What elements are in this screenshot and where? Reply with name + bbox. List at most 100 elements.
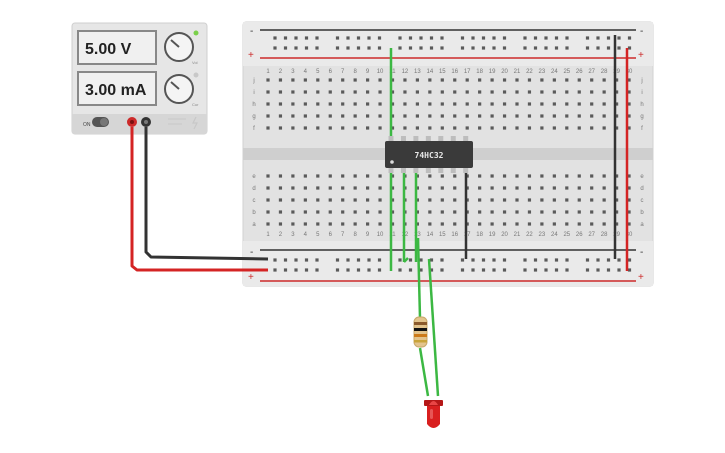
power-rail-hole[interactable] bbox=[356, 268, 361, 272]
terminal-hole[interactable] bbox=[478, 186, 482, 190]
terminal-hole[interactable] bbox=[552, 222, 556, 226]
power-rail-hole[interactable] bbox=[315, 36, 319, 40]
power-rail-hole[interactable] bbox=[460, 258, 465, 262]
terminal-hole[interactable] bbox=[490, 90, 494, 94]
power-rail-hole[interactable] bbox=[315, 268, 319, 272]
terminal-hole[interactable] bbox=[590, 210, 594, 214]
terminal-hole[interactable] bbox=[378, 126, 382, 130]
terminal-hole[interactable] bbox=[552, 198, 556, 202]
terminal-hole[interactable] bbox=[378, 114, 382, 118]
terminal-hole[interactable] bbox=[440, 210, 444, 214]
terminal-hole[interactable] bbox=[341, 210, 345, 214]
terminal-hole[interactable] bbox=[415, 222, 419, 226]
ic-chip-74hc32[interactable]: 74HC32 bbox=[385, 136, 473, 173]
power-rail-hole[interactable] bbox=[304, 268, 309, 272]
terminal-hole[interactable] bbox=[540, 126, 544, 130]
terminal-hole[interactable] bbox=[378, 102, 382, 106]
terminal-hole[interactable] bbox=[266, 102, 270, 106]
power-rail-hole[interactable] bbox=[585, 36, 590, 40]
terminal-hole[interactable] bbox=[415, 198, 419, 202]
terminal-hole[interactable] bbox=[627, 210, 631, 214]
terminal-hole[interactable] bbox=[577, 90, 581, 94]
terminal-hole[interactable] bbox=[278, 114, 283, 118]
terminal-hole[interactable] bbox=[266, 114, 270, 118]
power-rail-hole[interactable] bbox=[315, 258, 319, 262]
terminal-hole[interactable] bbox=[341, 222, 345, 226]
terminal-hole[interactable] bbox=[266, 186, 270, 190]
power-rail-hole[interactable] bbox=[492, 46, 496, 50]
breadboard[interactable]: - + - + - + - + 112233445566778899101011… bbox=[242, 21, 654, 287]
terminal-hole[interactable] bbox=[565, 210, 569, 214]
power-rail-hole[interactable] bbox=[596, 268, 600, 272]
power-rail-hole[interactable] bbox=[419, 46, 423, 50]
power-rail-hole[interactable] bbox=[346, 268, 350, 272]
terminal-hole[interactable] bbox=[490, 186, 494, 190]
power-rail-hole[interactable] bbox=[398, 258, 402, 262]
terminal-hole[interactable] bbox=[341, 174, 345, 178]
power-rail-hole[interactable] bbox=[335, 36, 340, 40]
terminal-hole[interactable] bbox=[341, 90, 345, 94]
terminal-hole[interactable] bbox=[577, 186, 581, 190]
terminal-hole[interactable] bbox=[490, 198, 494, 202]
power-rail-hole[interactable] bbox=[554, 268, 559, 272]
terminal-hole[interactable] bbox=[478, 222, 482, 226]
terminal-hole[interactable] bbox=[490, 114, 494, 118]
power-rail-hole[interactable] bbox=[367, 36, 371, 40]
terminal-hole[interactable] bbox=[540, 90, 544, 94]
power-rail-hole[interactable] bbox=[492, 36, 496, 40]
terminal-hole[interactable] bbox=[316, 126, 320, 130]
terminal-hole[interactable] bbox=[390, 198, 395, 202]
power-rail-hole[interactable] bbox=[502, 268, 507, 272]
terminal-hole[interactable] bbox=[540, 210, 544, 214]
terminal-hole[interactable] bbox=[515, 90, 519, 94]
terminal-hole[interactable] bbox=[615, 90, 619, 94]
power-rail-hole[interactable] bbox=[565, 36, 569, 40]
terminal-hole[interactable] bbox=[502, 126, 507, 130]
terminal-hole[interactable] bbox=[540, 102, 544, 106]
terminal-hole[interactable] bbox=[490, 210, 494, 214]
terminal-hole[interactable] bbox=[378, 90, 382, 94]
terminal-hole[interactable] bbox=[453, 210, 457, 214]
terminal-hole[interactable] bbox=[540, 186, 544, 190]
terminal-hole[interactable] bbox=[502, 114, 507, 118]
terminal-hole[interactable] bbox=[615, 174, 619, 178]
terminal-hole[interactable] bbox=[303, 174, 307, 178]
terminal-hole[interactable] bbox=[328, 210, 332, 214]
terminal-hole[interactable] bbox=[540, 222, 544, 226]
terminal-hole[interactable] bbox=[627, 198, 631, 202]
terminal-hole[interactable] bbox=[303, 102, 307, 106]
terminal-hole[interactable] bbox=[366, 222, 370, 226]
power-rail-hole[interactable] bbox=[481, 268, 486, 272]
power-rail-hole[interactable] bbox=[408, 36, 413, 40]
power-rail-hole[interactable] bbox=[440, 258, 444, 262]
terminal-hole[interactable] bbox=[278, 78, 283, 82]
power-rail-hole[interactable] bbox=[596, 46, 600, 50]
terminal-hole[interactable] bbox=[415, 114, 419, 118]
terminal-hole[interactable] bbox=[303, 90, 307, 94]
terminal-hole[interactable] bbox=[490, 78, 494, 82]
power-rail-hole[interactable] bbox=[304, 258, 309, 262]
power-rail-hole[interactable] bbox=[502, 36, 507, 40]
terminal-hole[interactable] bbox=[565, 186, 569, 190]
terminal-hole[interactable] bbox=[378, 210, 382, 214]
terminal-hole[interactable] bbox=[465, 126, 469, 130]
terminal-hole[interactable] bbox=[478, 102, 482, 106]
terminal-hole[interactable] bbox=[552, 186, 556, 190]
terminal-hole[interactable] bbox=[615, 198, 619, 202]
terminal-hole[interactable] bbox=[590, 90, 594, 94]
terminal-hole[interactable] bbox=[428, 222, 432, 226]
terminal-hole[interactable] bbox=[515, 114, 519, 118]
terminal-hole[interactable] bbox=[577, 102, 581, 106]
green-led-return-wire[interactable] bbox=[427, 258, 440, 397]
terminal-hole[interactable] bbox=[390, 102, 395, 106]
green-resistor-led-wire[interactable] bbox=[418, 347, 430, 397]
terminal-hole[interactable] bbox=[552, 90, 556, 94]
terminal-hole[interactable] bbox=[627, 222, 631, 226]
terminal-hole[interactable] bbox=[415, 90, 419, 94]
terminal-hole[interactable] bbox=[490, 174, 494, 178]
terminal-hole[interactable] bbox=[627, 102, 631, 106]
terminal-hole[interactable] bbox=[303, 114, 307, 118]
power-rail-hole[interactable] bbox=[627, 46, 632, 50]
power-rail-hole[interactable] bbox=[294, 258, 298, 262]
power-rail-hole[interactable] bbox=[585, 268, 590, 272]
